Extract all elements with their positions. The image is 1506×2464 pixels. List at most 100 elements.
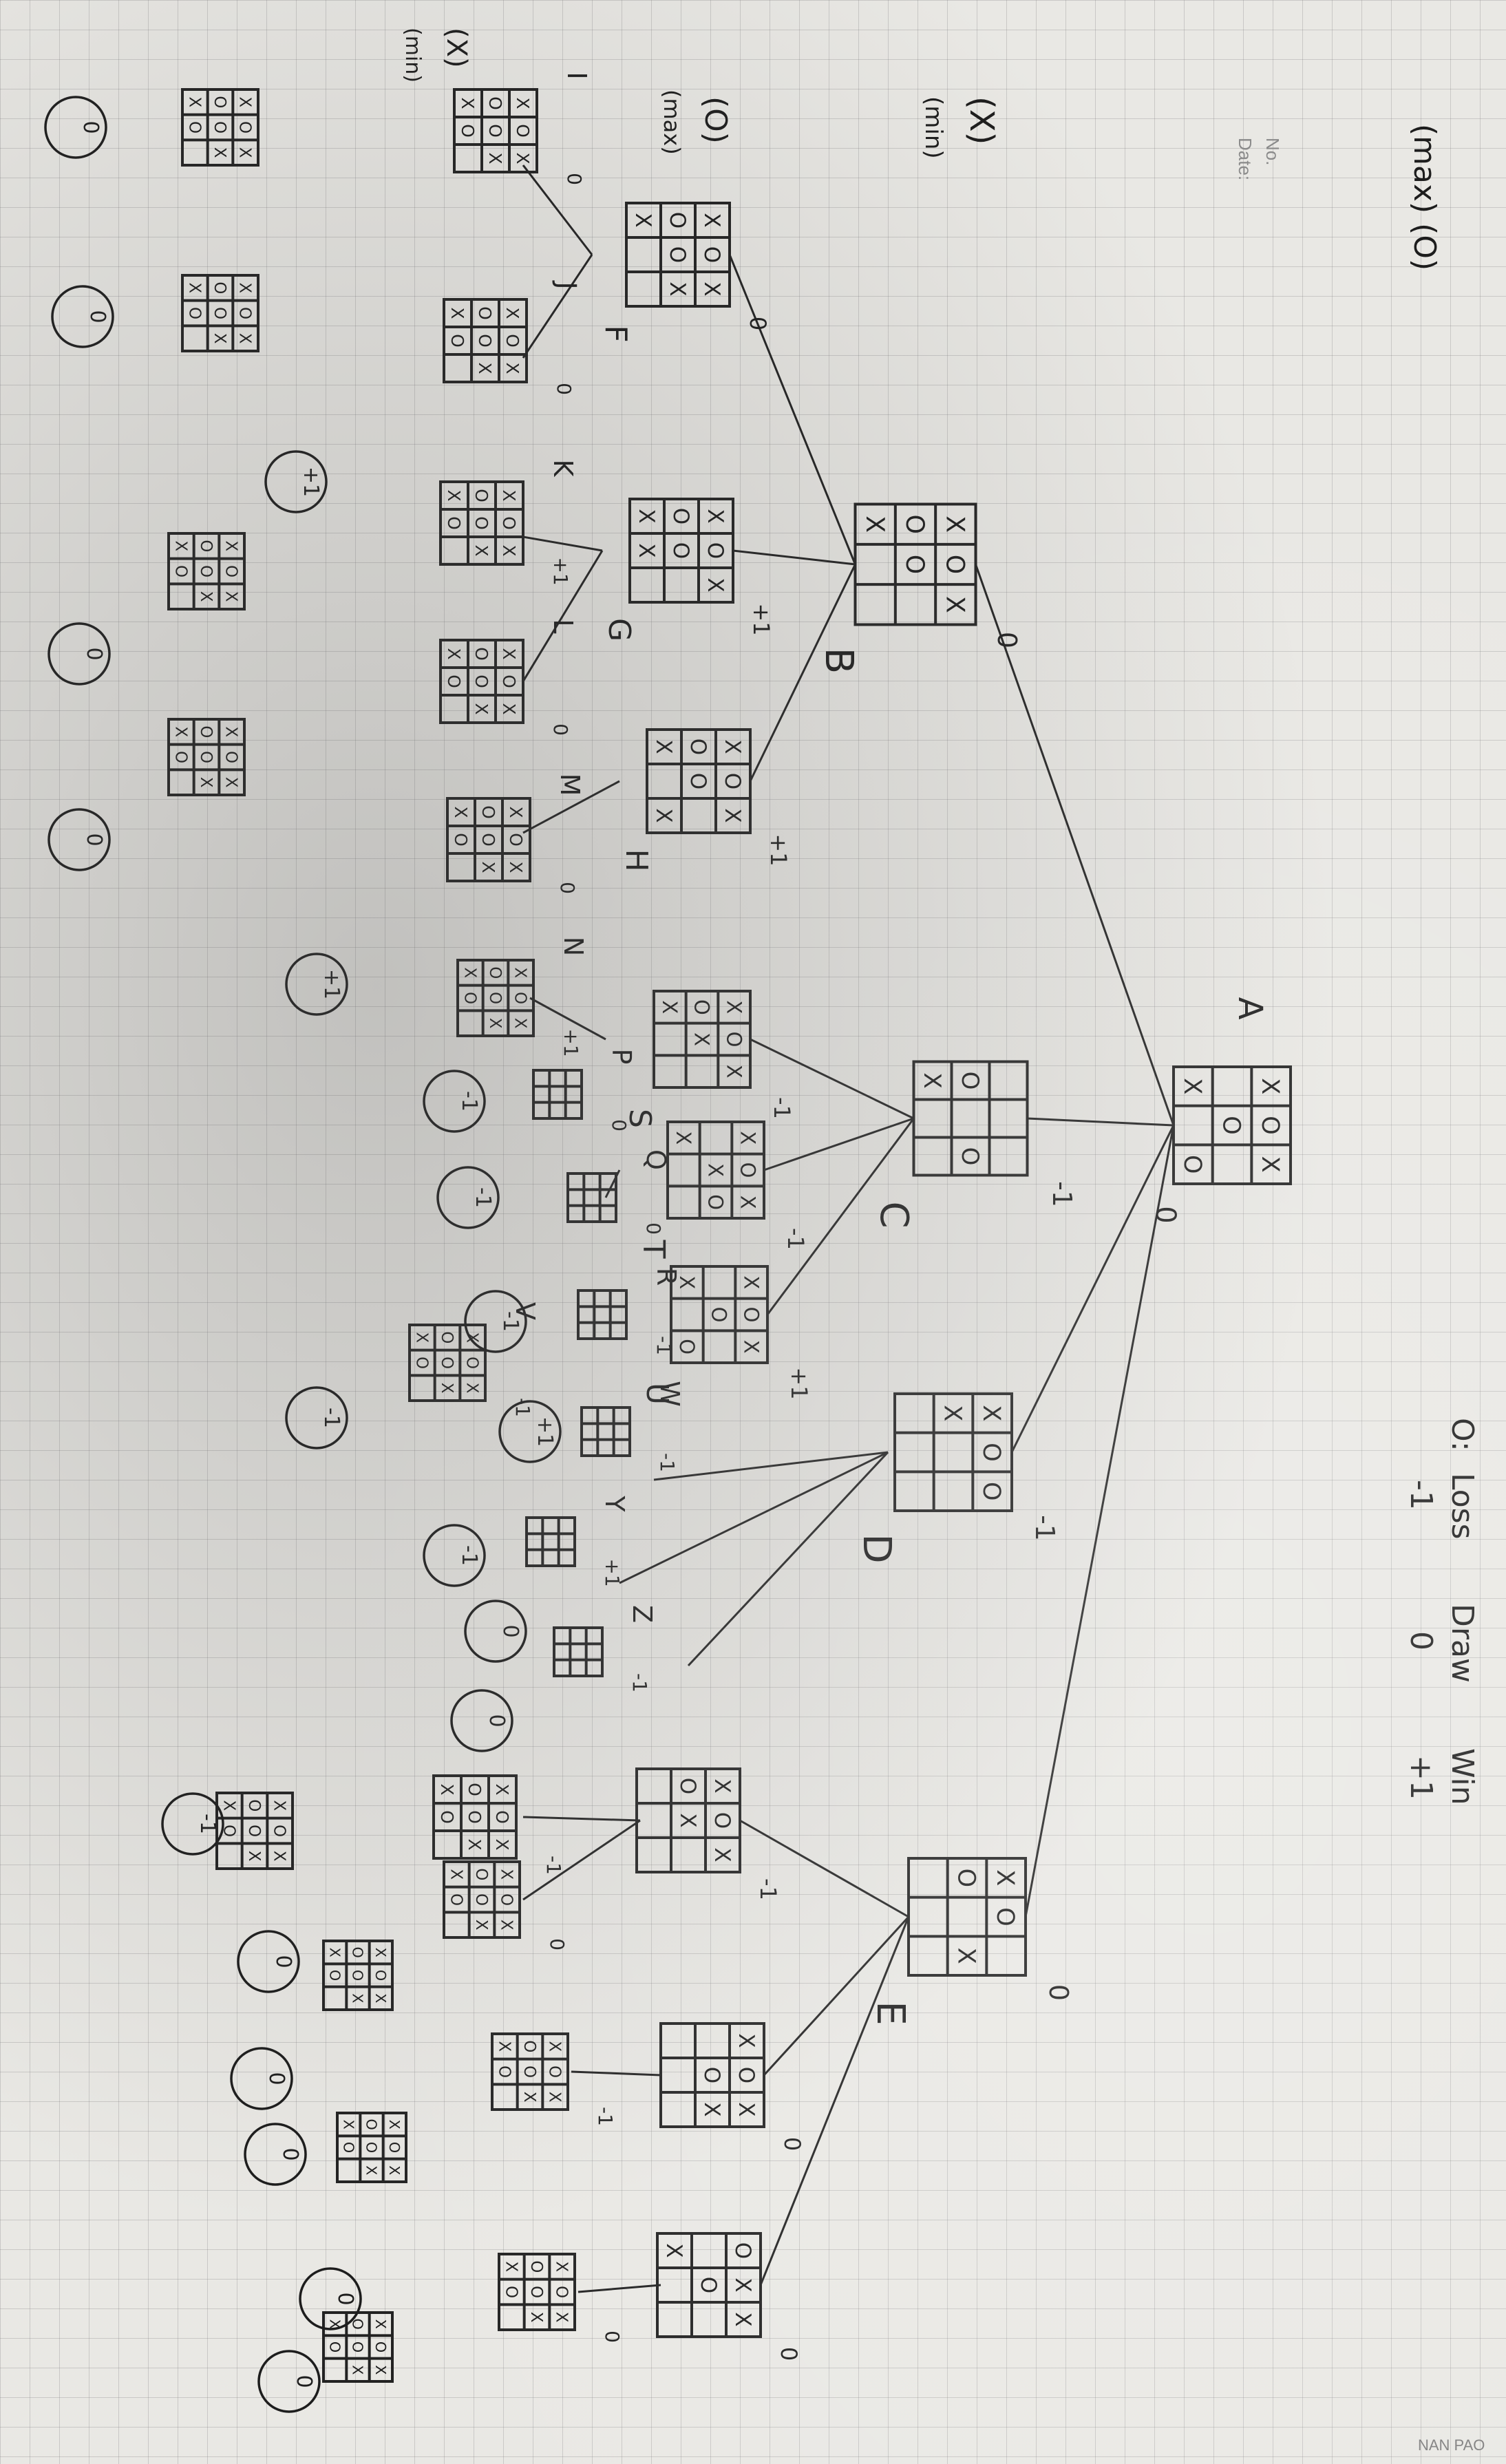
deep-board-5-mark: O: [372, 1970, 389, 1981]
board-grand-n8-mark: O: [730, 2242, 755, 2259]
circled-result-value: 0: [498, 1624, 522, 1637]
board-child-e-mark: X: [991, 1869, 1019, 1886]
leaf-value-1-group: 0: [553, 383, 575, 395]
circled-result-value: 0: [264, 2072, 288, 2085]
node-value-h: +1: [765, 833, 792, 866]
edge-root-child-2: [1010, 1125, 1175, 1453]
board-root-a-mark: O: [1178, 1155, 1207, 1174]
leaf-board-14-mark: X: [472, 1920, 490, 1931]
leaf-value-10: -1: [656, 1453, 679, 1472]
deep-board-6-mark: O: [340, 2142, 357, 2153]
leaf-board-13-mark: O: [492, 1810, 512, 1824]
leaf-board-14-mark: X: [498, 1920, 516, 1931]
deep-board-2-mark: O: [197, 565, 215, 577]
board-grand-h-mark: X: [651, 739, 676, 754]
edge-root-child-1: [1027, 1117, 1174, 1127]
level-label-o: (O): [698, 96, 733, 144]
board-grand-g-mark: O: [668, 542, 693, 559]
leaf-value-10-group: -1: [656, 1453, 679, 1472]
circled-result-12: 0: [464, 1600, 527, 1663]
deep-board-6-mark: O: [363, 2142, 380, 2153]
leaf-board-14-mark: O: [447, 1893, 465, 1906]
leaf-board-6: [532, 1069, 583, 1120]
leaf-value-6-group: 0: [608, 1119, 630, 1132]
leaf-board-15-mark: X: [546, 2041, 564, 2052]
leaf-board-4-mark: X: [506, 862, 526, 873]
tree-labels: A0B0C-1D-1E0F0G+1H+1S-1T-1U+1-100I0J0K+1…: [44, 72, 1269, 2413]
circled-result-value-group: +1: [533, 1416, 557, 1447]
board-root-a-mark: O: [1256, 1116, 1284, 1135]
deep-board-2-mark: X: [222, 541, 240, 552]
leaf-board-1-frame: [443, 298, 528, 383]
node-value-e: 0: [1043, 1984, 1074, 2001]
leaf-board-15-mark: O: [520, 2065, 538, 2078]
legend-values: -1 0 +1: [1403, 1480, 1439, 1800]
leaf-board-3-mark: X: [499, 648, 519, 660]
deep-board-0-mark: X: [236, 147, 254, 158]
edge-child-grand-4: [763, 1117, 914, 1171]
leaf-label-m-group: M: [555, 774, 585, 796]
node-value-g-group: +1: [748, 603, 774, 635]
board-child-b-mark: X: [860, 516, 890, 533]
circled-result-value-group: 0: [498, 1624, 522, 1637]
circled-result-3: 0: [47, 622, 111, 686]
leaf-label-r-group: R: [651, 1268, 681, 1286]
edge-child-grand-7: [763, 1915, 910, 2077]
leaf-label-n-group: N: [558, 937, 588, 956]
board-grand-t-mark: X: [736, 1131, 759, 1145]
leaf-board-15-mark: X: [546, 2092, 564, 2103]
x-player-role-text: (min): [920, 96, 947, 159]
leaf-board-16-mark: X: [553, 2312, 571, 2323]
board-grand-f-mark: X: [699, 282, 724, 296]
deep-board-4-mark: O: [220, 1825, 237, 1837]
circled-result-value-group: -1: [457, 1545, 481, 1566]
node-value-n7: 0: [779, 2137, 805, 2151]
board-grand-u-mark: X: [739, 1275, 763, 1289]
edge-child-grand-8: [759, 1916, 910, 2286]
leaf-label-q-group: Q: [641, 1149, 671, 1170]
circled-result-value: +1: [533, 1416, 557, 1447]
tree-boards: XOXOXOXOXOOXOOXXOOXXOOXXOXOOXXXOXOOXXXOX…: [167, 88, 1292, 2383]
leaf-board-15-frame: [491, 2032, 569, 2111]
circled-result-value: -1: [319, 1408, 343, 1428]
leaf-board-2-mark: O: [471, 489, 491, 502]
leaf-board-15-mark: O: [520, 2040, 538, 2052]
circled-result-value: 0: [85, 310, 109, 323]
leaf-label-q: Q: [641, 1149, 671, 1170]
board-grand-f-mark: X: [630, 213, 655, 227]
circled-result-value: +1: [319, 969, 343, 999]
board-grand-t-mark: O: [736, 1162, 759, 1178]
leaf-value-0: 0: [563, 173, 586, 185]
board-child-c-mark: O: [956, 1072, 984, 1090]
leaf-board-13-mark: X: [492, 1839, 512, 1851]
legend-symbol: O:: [1445, 1418, 1480, 1452]
circled-result-value-group: 0: [78, 120, 103, 134]
board-grand-g-mark: X: [634, 543, 659, 557]
leaf-edge-11: [577, 2284, 661, 2293]
board-grand-u-frame: [670, 1265, 769, 1364]
leaf-board-5-mark: O: [486, 966, 504, 979]
circled-result-18: 0: [230, 2047, 293, 2110]
leaf-board-4-mark: X: [451, 807, 471, 818]
board-root-a-mark: X: [1256, 1156, 1284, 1173]
circled-result-2: +1: [264, 450, 328, 513]
deep-board-7-mark: O: [350, 2319, 366, 2330]
leaf-value-4: 0: [556, 882, 579, 894]
board-grand-n6-mark: O: [710, 1812, 734, 1829]
result-circle: [436, 1166, 500, 1229]
level-o-text: (O): [698, 96, 733, 144]
circled-result-value-group: 0: [485, 1714, 509, 1727]
leaf-value-14: 0: [546, 1938, 569, 1951]
board-grand-f-mark: X: [665, 282, 690, 296]
result-circle: [285, 953, 348, 1016]
level-max-text: (max): [659, 89, 685, 155]
board-grand-n7-mark: O: [734, 2067, 759, 2083]
circled-result-value: 0: [278, 2147, 302, 2160]
leaf-board-9-mark: X: [438, 1383, 456, 1394]
board-grand-h-mark: O: [720, 773, 745, 789]
